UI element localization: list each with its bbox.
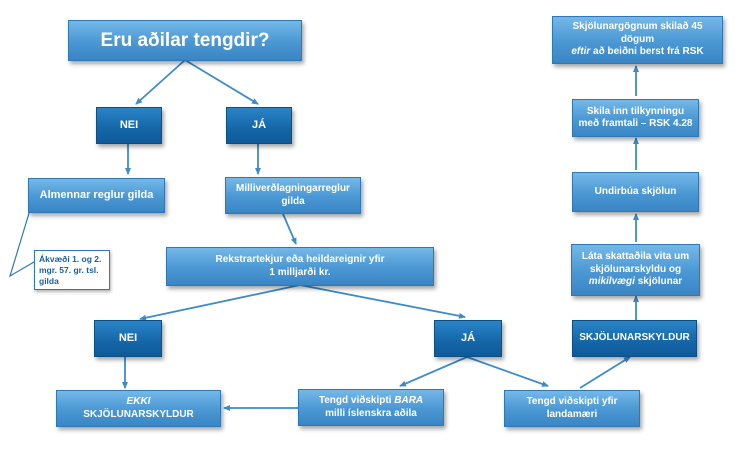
general-rules-text: Almennar reglur gilda — [39, 188, 154, 201]
domestic-line-2: milli íslenskra aðila — [325, 407, 417, 419]
cross-border-line-2: landamæri — [546, 408, 598, 420]
arrow-question-to-no — [135, 59, 186, 105]
domestic-transactions-node: Tengd viðskipti BARA milli íslenskra aði… — [298, 389, 444, 426]
transfer-pricing-line-2: gilda — [281, 195, 305, 207]
deliver-docs-node: Skjölunargögnum skilað 45 dögum eftir að… — [552, 16, 723, 64]
arrow-question-to-yes — [184, 59, 259, 105]
inform-taxpayer-node: Láta skattaðila vita um skjölunarskyldu … — [571, 244, 700, 296]
arrow-yes-to-domestic — [399, 356, 468, 387]
transfer-pricing-line-1: Milliverðlagningarreglur — [236, 183, 350, 194]
yes-label-2: JÁ — [460, 331, 476, 344]
domestic-line-1: Tengd viðskipti BARA — [319, 395, 423, 408]
revenue-threshold-node: Rekstrartekjur eða heildareignir yfir 1 … — [166, 247, 434, 286]
question-node: Eru aðilar tengdir? — [68, 20, 302, 61]
no-label-2: NEI — [118, 331, 138, 344]
no-doc-obligation-node: EKKI SKJÖLUNARSKYLDUR — [56, 390, 221, 427]
no-node-1: NEI — [96, 107, 162, 144]
arrow-transfer-to-threshold — [282, 213, 297, 245]
arrow-crossborder-to-obligation — [579, 356, 631, 389]
note-callout-pointer — [8, 209, 35, 278]
legal-provision-note: Ákvæði 1. og 2. mgr. 57. gr. tsl. gilda — [34, 250, 110, 290]
domestic-emphasis: BARA — [394, 395, 424, 406]
revenue-threshold-line-1: Rekstrartekjur eða heildareignir yfir — [215, 254, 385, 265]
cross-border-node: Tengd viðskipti yfir landamæri — [504, 390, 640, 427]
note-line-3: gilda — [39, 276, 59, 287]
inform-emphasis: mikilvægi — [588, 276, 635, 288]
doc-obligation-text: SKJÖLUNARSKYLDUR — [579, 332, 690, 344]
inform-line-2: skjölunarskyldu og — [589, 263, 682, 275]
domestic-pre: Tengd viðskipti — [318, 395, 395, 406]
no-node-2: NEI — [94, 320, 162, 357]
submit-notice-node: Skila inn tilkynningu með framtali – RSK… — [572, 99, 699, 137]
no-label-1: NEI — [119, 118, 139, 131]
inform-line-3: mikilvægi skjölunar — [589, 276, 682, 289]
deliver-emphasis: eftir — [571, 46, 591, 58]
note-line-2: mgr. 57. gr. tsl. — [39, 265, 99, 276]
submit-line-1: Skila inn tilkynningu — [586, 105, 685, 117]
inform-post: skjölunar — [634, 276, 683, 288]
deliver-post: að beiðni berst frá RSK — [590, 46, 704, 58]
cross-border-line-1: Tengd viðskipti yfir — [526, 396, 618, 407]
yes-node-2: JÁ — [434, 320, 502, 357]
yes-label-1: JÁ — [251, 118, 267, 131]
note-line-1: Ákvæði 1. og 2. — [39, 254, 102, 264]
transfer-pricing-node: Milliverðlagningarreglur gilda — [225, 177, 361, 214]
yes-node-1: JÁ — [226, 107, 292, 144]
revenue-threshold-line-2: 1 milljarði kr. — [269, 266, 331, 278]
arrow-yes-to-crossborder — [466, 356, 549, 387]
no-doc-text: SKJÖLUNARSKYLDUR — [83, 408, 194, 420]
doc-obligation-node: SKJÖLUNARSKYLDUR — [572, 320, 697, 357]
inform-line-1: Láta skattaðila vita um — [581, 251, 690, 263]
arrow-threshold-to-no — [139, 284, 301, 321]
no-doc-emphasis: EKKI — [126, 396, 151, 407]
arrow-threshold-to-yes — [299, 284, 466, 319]
question-text: Eru aðilar tengdir? — [100, 29, 270, 51]
prepare-docs-node: Undirbúa skjölun — [572, 172, 699, 212]
deliver-line-1: Skjölunargögnum skilað 45 dögum — [572, 21, 703, 45]
general-rules-node: Almennar reglur gilda — [28, 178, 165, 213]
deliver-line-2: eftir að beiðni berst frá RSK — [571, 46, 703, 59]
prepare-docs-text: Undirbúa skjölun — [594, 185, 677, 197]
submit-line-2: með framtali – RSK 4.28 — [578, 118, 693, 129]
